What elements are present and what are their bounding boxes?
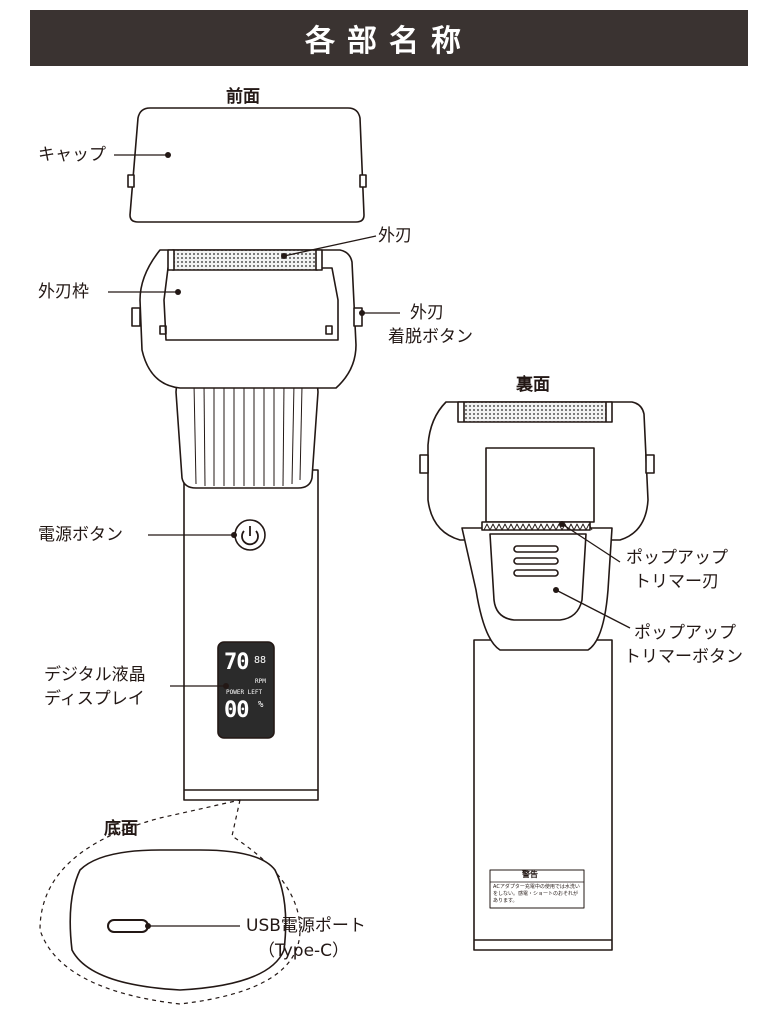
label-trimmer-button-line2: トリマーボタン (624, 647, 743, 667)
usb-port (107, 919, 149, 933)
label-usb-line1: USB電源ポート (246, 916, 366, 936)
label-outer-frame: 外刃枠 (38, 282, 89, 302)
label-usb-line2: （Type-C） (258, 941, 350, 961)
label-trimmer-button-line1: ポップアップ (634, 623, 736, 643)
lcd-percent-sign: % (258, 700, 264, 710)
label-power-button: 電源ボタン (38, 525, 123, 545)
lcd-display (217, 641, 275, 739)
lcd-percent-digits: 00 (224, 698, 249, 723)
lcd-small-digits: 88 (254, 655, 267, 666)
label-release-line2: 着脱ボタン (388, 327, 473, 347)
front-neck (175, 377, 319, 489)
label-lcd-line1: デジタル液晶 (44, 665, 146, 685)
back-view-heading: 裏面 (516, 375, 550, 395)
back-outer-blade (461, 401, 609, 423)
label-cap: キャップ (38, 145, 106, 165)
warning-body: ACアダプター充電中の使用では水洗いをしない。感電・ショートのおそれがあります。 (493, 884, 580, 904)
bottom-view-heading: 底面 (104, 819, 138, 839)
warning-label (489, 869, 585, 909)
cap-shape (129, 107, 365, 223)
lcd-unit: RPM (255, 678, 266, 685)
trimmer-button (489, 533, 587, 621)
bottom-view-callout (39, 799, 301, 1005)
label-trimmer-blade-line1: ポップアップ (626, 548, 728, 568)
label-lcd-line2: ディスプレイ (44, 689, 145, 709)
front-view-heading: 前面 (226, 87, 260, 107)
lcd-top-digits: 70 (224, 650, 249, 675)
bottom-face (69, 849, 287, 991)
page-title-banner: 各部名称 (30, 10, 748, 66)
label-release-line1: 外刃 (410, 303, 444, 323)
warning-heading: 警告 (522, 870, 538, 879)
lcd-caption: POWER LEFT (226, 689, 263, 696)
page-title: 各部名称 (305, 24, 473, 59)
label-trimmer-blade-line2: トリマー刃 (634, 572, 719, 592)
label-outer-blade: 外刃 (378, 226, 412, 246)
